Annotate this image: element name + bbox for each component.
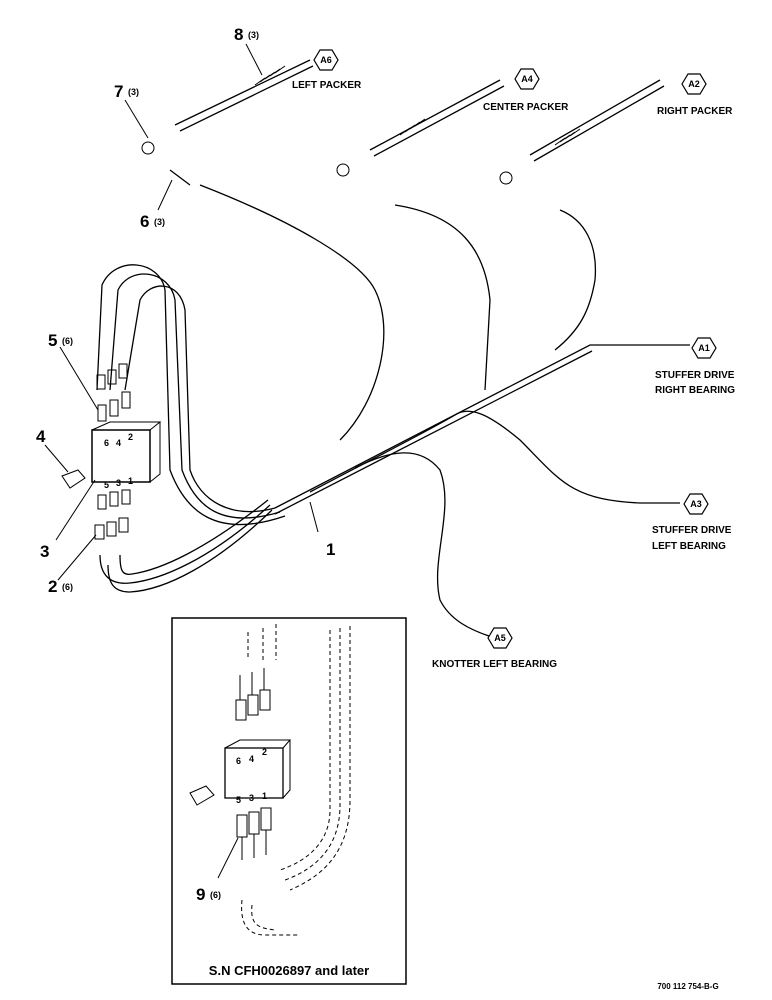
block-port-top-2: 4 bbox=[116, 438, 121, 448]
connector-label: STUFFER DRIVE bbox=[655, 370, 735, 381]
connector-label: STUFFER DRIVE bbox=[652, 525, 732, 536]
connector-code: A2 bbox=[688, 79, 700, 89]
center-packer-hose bbox=[336, 79, 505, 177]
callout-6: 6 (3) bbox=[140, 179, 173, 231]
callout-qty: (6) bbox=[62, 336, 73, 346]
connector-code: A4 bbox=[521, 74, 533, 84]
callout-qty: (3) bbox=[128, 87, 139, 97]
callout-2: 2 (6) bbox=[48, 534, 97, 596]
inset-port-top-1: 6 bbox=[236, 756, 241, 766]
connector-code: A1 bbox=[698, 343, 710, 353]
callout-number: 2 bbox=[48, 577, 57, 596]
connector-label: RIGHT PACKER bbox=[657, 106, 733, 117]
callout-number: 8 bbox=[234, 25, 243, 44]
callout-8: 8 (3) bbox=[234, 25, 263, 76]
inset-port-top-2: 4 bbox=[249, 754, 254, 764]
inset-panel bbox=[171, 617, 407, 985]
inset-port-top-3: 2 bbox=[262, 747, 267, 757]
callout-number: 1 bbox=[326, 540, 335, 559]
main-line-bundle bbox=[96, 184, 690, 638]
block-fittings bbox=[61, 363, 131, 540]
connector-label-2: LEFT BEARING bbox=[652, 541, 726, 552]
inset-caption: S.N CFH0026897 and later bbox=[209, 963, 369, 978]
connector-a6: A6 LEFT PACKER bbox=[292, 49, 362, 91]
block-port-top-1: 6 bbox=[104, 438, 109, 448]
block-port-top-3: 2 bbox=[128, 432, 133, 442]
callout-number: 5 bbox=[48, 331, 57, 350]
block-port-bottom-2: 3 bbox=[116, 478, 121, 488]
block-port-bottom-1: 5 bbox=[104, 480, 109, 490]
callout-4: 4 bbox=[36, 427, 69, 473]
callout-9: 9 (6) bbox=[196, 885, 221, 904]
drawing-number: 700 112 754-B-G bbox=[657, 982, 718, 991]
connector-label: LEFT PACKER bbox=[292, 80, 362, 91]
connector-a5: A5 KNOTTER LEFT BEARING bbox=[432, 627, 557, 670]
callout-5: 5 (6) bbox=[48, 331, 99, 411]
callout-qty: (3) bbox=[248, 30, 259, 40]
callout-7: 7 (3) bbox=[114, 82, 149, 139]
connector-code: A6 bbox=[320, 55, 332, 65]
callout-qty: (6) bbox=[210, 890, 221, 900]
connector-a2: A2 RIGHT PACKER bbox=[657, 73, 733, 117]
inset-port-bottom-2: 3 bbox=[249, 793, 254, 803]
connector-a3: A3 STUFFER DRIVE LEFT BEARING bbox=[652, 493, 732, 552]
distribution-block bbox=[91, 421, 162, 483]
inset-port-bottom-3: 1 bbox=[262, 791, 267, 801]
right-packer-hose bbox=[499, 79, 665, 185]
callout-number: 7 bbox=[114, 82, 123, 101]
connector-label-2: RIGHT BEARING bbox=[655, 385, 735, 396]
connector-a4: A4 CENTER PACKER bbox=[483, 68, 569, 113]
block-port-bottom-3: 1 bbox=[128, 476, 133, 486]
inset-port-bottom-1: 5 bbox=[236, 795, 241, 805]
callout-qty: (6) bbox=[62, 582, 73, 592]
connector-a1: A1 STUFFER DRIVE RIGHT BEARING bbox=[655, 337, 735, 396]
connector-code: A3 bbox=[690, 499, 702, 509]
callout-number: 6 bbox=[140, 212, 149, 231]
connector-label: KNOTTER LEFT BEARING bbox=[432, 659, 557, 670]
connector-label: CENTER PACKER bbox=[483, 102, 569, 113]
left-packer-hose bbox=[141, 59, 314, 186]
callout-3: 3 bbox=[40, 479, 96, 561]
callout-qty: (3) bbox=[154, 217, 165, 227]
callout-number: 4 bbox=[36, 427, 46, 446]
callout-number: 3 bbox=[40, 542, 49, 561]
connector-code: A5 bbox=[494, 633, 506, 643]
callout-number: 9 bbox=[196, 885, 205, 904]
callout-1: 1 bbox=[309, 501, 335, 559]
